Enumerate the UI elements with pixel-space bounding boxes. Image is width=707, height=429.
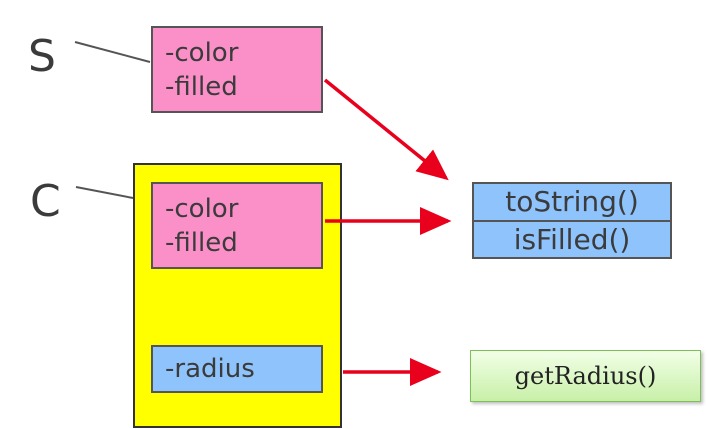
circle-methods-box: getRadius() [470,350,701,402]
method-tostring: toString() [505,185,639,218]
s-pointer-line [74,41,151,63]
c-pointer-line [75,186,134,199]
c-own-fields-box: -radius [151,345,323,393]
label-c: C [30,176,61,227]
s-field-filled: -filled [165,72,238,102]
shape-methods-box: toString() isFilled() [472,182,672,259]
s-field-color: -color [165,38,239,68]
c-field-color: -color [165,194,239,224]
c-field-filled: -filled [165,228,238,258]
method-getradius: getRadius() [514,362,657,390]
c-field-radius: -radius [165,354,255,384]
arrow-s-to-shape-methods [323,78,449,181]
label-s: S [28,31,56,82]
c-inherited-fields-box: -color -filled [151,182,323,269]
method-isfilled: isFilled() [474,220,670,258]
s-fields-box: -color -filled [151,26,323,113]
